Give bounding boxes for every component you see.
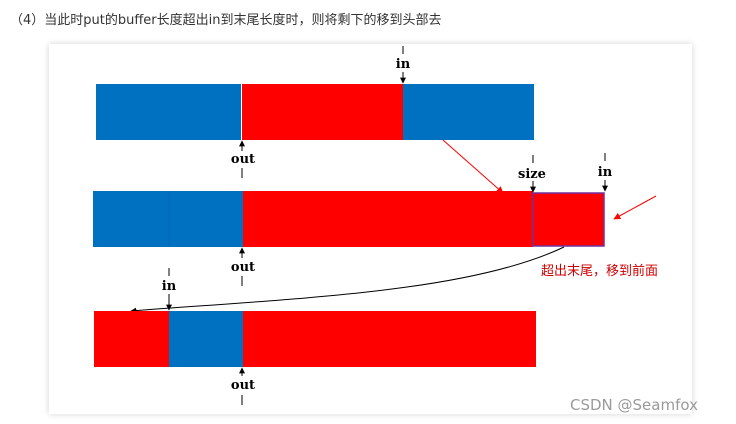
row3-free xyxy=(169,311,243,367)
wrap-around-arrow xyxy=(130,246,565,314)
row1-data xyxy=(242,84,403,140)
row2-out-pointer: out xyxy=(231,247,255,286)
row1-out-pointer: out xyxy=(231,140,255,178)
row3-data xyxy=(243,311,536,367)
row3-out-pointer: out xyxy=(231,367,255,405)
row2-data xyxy=(243,191,533,247)
row2-in-pointer: in xyxy=(598,153,613,192)
row3-wrapped-data xyxy=(94,311,169,367)
row2-out-label: out xyxy=(231,260,255,275)
row2-size-pointer: size xyxy=(518,155,546,193)
row1-out-label: out xyxy=(231,152,255,167)
row2-free-left xyxy=(93,191,243,247)
data-move-arrow xyxy=(442,139,504,194)
buffer-row-1 xyxy=(96,84,534,140)
row2-in-label: in xyxy=(598,165,613,180)
overflow-note: 超出末尾，移到前面 xyxy=(541,263,658,279)
row1-free-left xyxy=(96,84,241,140)
row3-in-pointer: in xyxy=(162,268,177,311)
buffer-row-3 xyxy=(94,311,536,367)
buffer-row-2 xyxy=(93,191,605,247)
row3-out-label: out xyxy=(231,378,255,393)
section-heading: （4）当此时put的buffer长度超出in到末尾长度时，则将剩下的移到头部去 xyxy=(10,13,442,28)
row3-in-label: in xyxy=(162,279,177,294)
overflow-pointer-arrow xyxy=(613,195,657,220)
row1-in-label: in xyxy=(396,57,411,72)
watermark: CSDN @Seamfox xyxy=(570,396,698,414)
size-label: size xyxy=(518,167,546,182)
row1-free-right xyxy=(403,84,534,140)
row2-overflow-block xyxy=(532,192,605,247)
row1-in-pointer: in xyxy=(396,46,411,84)
